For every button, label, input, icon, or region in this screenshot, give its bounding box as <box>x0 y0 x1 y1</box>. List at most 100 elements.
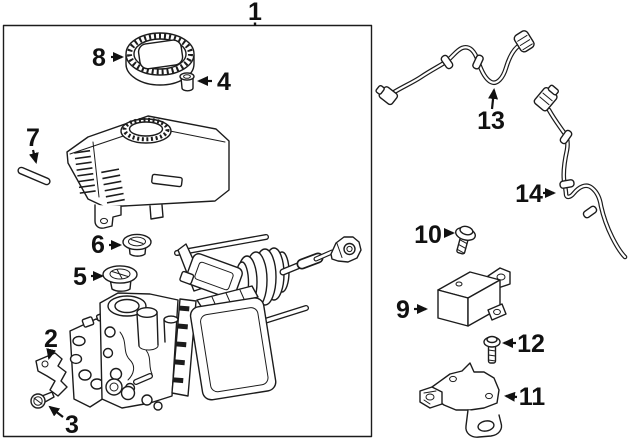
rib-band-vertical <box>171 298 197 397</box>
abs-sensor-harness-14 <box>533 84 628 260</box>
block-boss-3 <box>109 367 123 381</box>
hydraulic-block <box>99 292 179 409</box>
harness-14-clip-1 <box>559 129 573 145</box>
module-tab-upper-hole <box>496 273 506 281</box>
reservoir-cap <box>125 32 195 86</box>
bracket-11-tab-slot <box>477 420 495 432</box>
callout-4-label: 4 <box>217 68 231 96</box>
reservoir-leg-hole <box>100 217 108 225</box>
grommet-6-detail <box>130 239 144 244</box>
banjo-fitting-2 <box>120 385 136 401</box>
bracket-2-body <box>35 352 68 397</box>
control-module <box>437 267 511 327</box>
plug-head <box>179 72 195 81</box>
block-port-bore <box>114 298 140 314</box>
module-tab-lower-hole <box>493 308 501 316</box>
block-boss-2 <box>102 347 114 359</box>
callout-8: 8 <box>92 44 124 72</box>
reservoir-cap-installed-top <box>128 121 164 137</box>
reservoir-cap-knurl <box>127 33 193 75</box>
callout-2-leader <box>46 348 57 360</box>
callout-10: 10 <box>414 221 455 249</box>
bolt-12 <box>483 335 501 364</box>
reservoir-leg <box>94 204 122 229</box>
abs-control-housing <box>171 285 277 401</box>
callout-2: 2 <box>44 325 58 360</box>
callout-4: 4 <box>197 68 231 96</box>
reservoir-tab <box>149 204 164 220</box>
callout-7-label: 7 <box>26 124 40 152</box>
callout-7-leader <box>28 149 39 164</box>
master-cylinder-assembly <box>69 234 362 411</box>
grommet-5-bore <box>109 268 131 280</box>
reservoir-plug <box>179 72 195 92</box>
callout-8-label: 8 <box>92 44 106 72</box>
callout-6: 6 <box>91 231 122 259</box>
callout-14-label: 14 <box>515 180 543 208</box>
mounting-bracket-11 <box>419 362 503 438</box>
callout-13: 13 <box>477 88 505 135</box>
bolt-10 <box>454 225 476 255</box>
callout-13-leader <box>488 88 499 110</box>
callout-5-label: 5 <box>73 263 87 291</box>
clevis-pin-hole <box>343 242 356 256</box>
grommet-large <box>102 265 138 292</box>
grommet-small <box>122 233 152 257</box>
bolt-10-threads <box>456 239 468 254</box>
block-casting-line-2 <box>145 349 153 375</box>
mc-flange-boss-3 <box>78 369 92 381</box>
bolt-12-head <box>486 335 498 344</box>
mc-flange-boss-2 <box>69 353 83 365</box>
callout-11-label: 11 <box>519 383 546 411</box>
bracket-11-corner-detail <box>423 390 437 405</box>
bracket-11-corner-hole <box>425 393 435 401</box>
callout-1: 1 <box>248 0 262 26</box>
callout-6-label: 6 <box>91 231 105 259</box>
bolt-12-threads <box>488 349 496 362</box>
solenoid-connector-block <box>179 253 243 299</box>
callout-12: 12 <box>502 330 545 358</box>
group-1-border <box>2 24 373 438</box>
roll-pin <box>17 166 51 186</box>
callout-10-label: 10 <box>414 221 442 249</box>
screw <box>30 391 55 409</box>
screw-slot <box>33 397 43 405</box>
harness-13-clip-1 <box>440 54 454 70</box>
bolt-10-head <box>459 225 474 236</box>
callout-3-label: 3 <box>65 411 79 439</box>
bracket-11-hole-1 <box>449 375 457 383</box>
grommet-6-bore <box>128 236 146 247</box>
callout-9-label: 9 <box>396 296 410 324</box>
harness-14-clip-3 <box>582 205 598 219</box>
harness-13-clip-2 <box>472 54 484 70</box>
block-casting-line-1 <box>119 331 135 381</box>
harness-13-connector-end <box>513 30 535 53</box>
roll-pin-body <box>17 166 51 186</box>
block-boss-1 <box>104 326 116 338</box>
harness-13-cable-inner <box>389 43 522 96</box>
retaining-bracket <box>35 352 68 397</box>
banjo-fitting-1 <box>105 378 123 396</box>
callout-1-label: 1 <box>248 0 262 26</box>
pushrod-clevis <box>330 236 362 263</box>
reservoir-cap-recess <box>137 39 184 70</box>
mc-flange-boss-1 <box>72 335 86 347</box>
reservoir-face-edge <box>92 141 100 198</box>
harness-14-connector-end <box>533 84 559 112</box>
harness-13-sensor-end <box>375 84 399 106</box>
bracket-11-corner-flange <box>419 386 443 409</box>
callout-12-label: 12 <box>517 330 545 358</box>
module-tab-lower <box>487 303 507 321</box>
block-cylinder-b-top <box>163 315 179 324</box>
callout-11: 11 <box>504 383 546 411</box>
callout-5: 5 <box>73 263 104 291</box>
callout-13-label: 13 <box>477 107 505 135</box>
callout-14: 14 <box>515 180 556 208</box>
block-cylinder-a-sides <box>136 311 159 347</box>
bottom-fitting-2 <box>153 401 163 411</box>
bracket-11-plate <box>431 362 500 411</box>
callout-3-leader <box>48 405 64 418</box>
bracket-2-hole <box>41 360 49 368</box>
